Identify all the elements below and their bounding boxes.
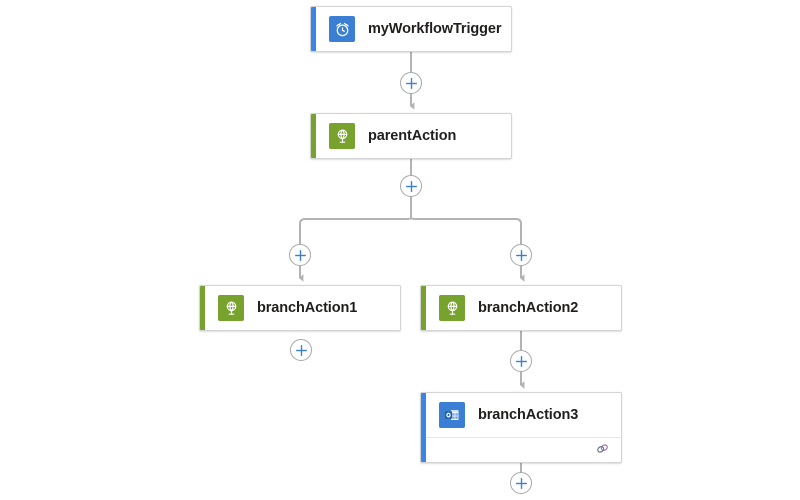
node-accent-bar xyxy=(421,286,426,330)
insert-step-button-branch-right[interactable]: Insert a new step xyxy=(510,244,532,266)
workflow-node-branchaction3[interactable]: branchAction3 xyxy=(420,392,622,463)
insert-step-button-after-branchaction1[interactable]: Insert a new step xyxy=(290,339,312,361)
workflow-node-parentaction[interactable]: parentAction xyxy=(310,113,512,159)
link-icon[interactable] xyxy=(595,441,610,461)
node-accent-bar xyxy=(200,286,205,330)
workflow-node-myworkflowtrigger[interactable]: myWorkflowTrigger xyxy=(310,6,512,52)
outlook-mail-icon xyxy=(439,402,465,428)
insert-step-button-branch-left[interactable]: Insert a new step xyxy=(289,244,311,266)
node-accent-bar xyxy=(311,114,316,158)
node-title: branchAction1 xyxy=(257,300,358,316)
edge-fanout-left xyxy=(299,217,412,244)
node-header: parentAction xyxy=(311,114,511,158)
alarm-clock-icon xyxy=(329,16,355,42)
node-footer xyxy=(421,437,621,464)
node-title: parentAction xyxy=(368,128,457,144)
insert-step-button-after-trigger[interactable]: Insert a new step xyxy=(400,72,422,94)
node-title: branchAction3 xyxy=(478,407,579,423)
node-title: myWorkflowTrigger xyxy=(368,21,502,37)
node-title: branchAction2 xyxy=(478,300,579,316)
workflow-node-branchaction1[interactable]: branchAction1 xyxy=(199,285,401,331)
insert-step-button-after-branchaction2[interactable]: Insert a new step xyxy=(510,350,532,372)
node-header: branchAction3 xyxy=(421,393,621,437)
node-accent-bar xyxy=(421,393,426,462)
globe-pin-icon xyxy=(218,295,244,321)
workflow-node-branchaction2[interactable]: branchAction2 xyxy=(420,285,622,331)
edge-fanout-right xyxy=(410,217,522,244)
node-header: branchAction2 xyxy=(421,286,621,330)
node-header: branchAction1 xyxy=(200,286,400,330)
globe-pin-icon xyxy=(439,295,465,321)
insert-step-button-after-parentaction[interactable]: Insert a new step xyxy=(400,175,422,197)
node-header: myWorkflowTrigger xyxy=(311,7,511,51)
insert-step-button-after-branchaction3[interactable]: Insert a new step xyxy=(510,472,532,494)
node-accent-bar xyxy=(311,7,316,51)
globe-pin-icon xyxy=(329,123,355,149)
